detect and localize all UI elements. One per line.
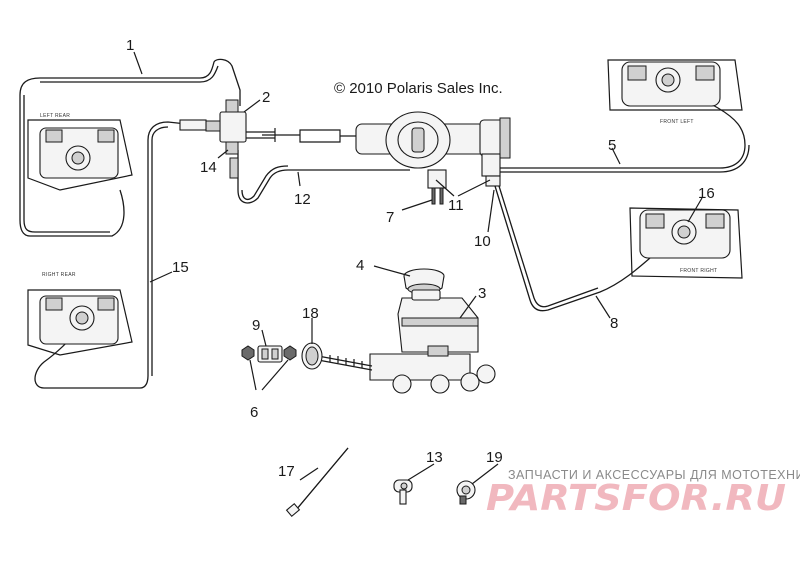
caliper-front-left: FRONT LEFT [607, 59, 743, 125]
nut-right [283, 345, 297, 361]
callout-13: 13 [426, 449, 443, 466]
watermark-logo: PARTSFOR.RU [486, 478, 786, 519]
brake-line-5 [500, 91, 746, 169]
callout-15: 15 [172, 259, 189, 276]
brake-line-1 [19, 58, 241, 237]
caliper-label-front-right: FRONT RIGHT [680, 268, 717, 274]
brake-switch-connector [299, 129, 341, 143]
callout-5: 5 [608, 137, 616, 154]
callout-4: 4 [356, 257, 364, 274]
reservoir-cap [403, 268, 445, 295]
caliper-left-rear: LEFT REAR [27, 113, 133, 191]
watermark-tagline: ЗАПЧАСТИ И АКСЕССУАРЫ ДЛЯ МОТОТЕХНИКИ [508, 468, 800, 482]
callout-16: 16 [698, 185, 715, 202]
callout-12: 12 [294, 191, 311, 208]
pushrod-boot [301, 342, 323, 370]
clevis [257, 345, 283, 363]
brake-line-15-inner [151, 126, 169, 376]
pushrod-thread [329, 355, 363, 368]
master-cylinder [369, 289, 496, 394]
callout-9: 9 [252, 317, 260, 334]
callout-2: 2 [262, 89, 270, 106]
callout-6: 6 [250, 404, 258, 421]
hose-clip [393, 479, 413, 505]
brake-line-12 [237, 150, 410, 204]
brake-tee-block [179, 99, 247, 179]
callout-17: 17 [278, 463, 295, 480]
brake-line-15 [34, 121, 206, 389]
brake-line-5-inner [500, 144, 750, 173]
master-cylinder-mounted [355, 111, 511, 205]
brake-line-8 [494, 185, 666, 312]
caliper-label-front-left: FRONT LEFT [660, 119, 694, 125]
callout-8: 8 [610, 315, 618, 332]
brake-switch-wire [245, 128, 300, 142]
brake-line-8-inner [498, 185, 599, 308]
caliper-label-left-rear: LEFT REAR [40, 113, 70, 119]
master-cylinder-pushrod [317, 355, 373, 371]
callout-18: 18 [302, 305, 319, 322]
cable-tie [285, 447, 349, 518]
caliper-front-right: FRONT RIGHT [629, 207, 743, 279]
callout-10: 10 [474, 233, 491, 250]
callout-11: 11 [448, 197, 464, 214]
brake-line-12-inner [241, 165, 289, 201]
callout-19: 19 [486, 449, 503, 466]
callout-3: 3 [478, 285, 486, 302]
line-clamp [456, 480, 476, 505]
copyright-notice: © 2010 Polaris Sales Inc. [334, 80, 503, 97]
callout-1: 1 [126, 37, 134, 54]
brake-line-1-inner [23, 95, 110, 233]
callout-7: 7 [386, 209, 394, 226]
nut-left [241, 345, 255, 361]
caliper-right-rear: RIGHT REAR [27, 272, 133, 356]
brake-line-1-inner-top [40, 65, 219, 83]
caliper-label-right-rear: RIGHT REAR [42, 272, 76, 278]
leader-lines [133, 51, 703, 485]
callout-14: 14 [200, 159, 217, 176]
